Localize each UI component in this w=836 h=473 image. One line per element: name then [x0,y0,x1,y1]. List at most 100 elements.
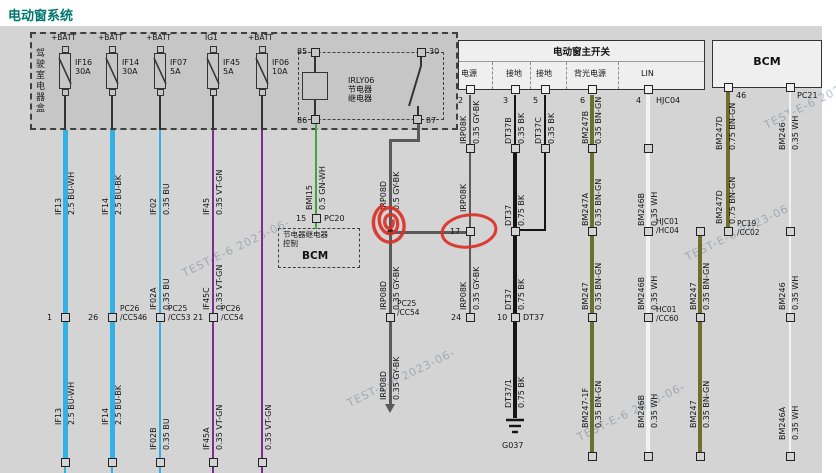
connector-box-hjc01 [643,227,653,236]
bottom-connector-box [60,458,70,467]
connector-box-pc19 [723,227,733,236]
bottom-connector-box [155,458,165,467]
bcm-mid-box [278,228,360,268]
main-switch-title: 电动窗主开关 [552,47,610,58]
fuse-feed-label: IG1 [205,33,218,42]
wire-label-if06-output: 0.35 VT-GN [264,404,273,450]
wire-dt37-seg3 [513,236,517,313]
pin21-number: 21 [193,313,204,322]
wire-if06-stub [261,467,263,473]
wire-bm246b-seg4 [646,322,650,452]
relay-pin87-box [413,115,422,124]
fuse-name: IF16 30A [75,58,93,77]
relay-pin30-box [417,48,426,57]
relay-contact-lead [417,106,419,116]
switch-pin5-box [540,85,550,94]
wire-lin-seg1 [646,95,650,144]
connector-pc20: PC20 [324,214,345,223]
pin26-box [107,313,117,322]
connector-box [540,144,550,153]
fuse-stub [261,96,263,130]
connector-hc01-cc60: HC01 /CC60 [656,305,679,323]
switch-header-ground2: 接地 [536,69,552,78]
wire-bm246a [788,322,792,452]
wire-if14-stub [111,467,113,473]
bcm-pin46-number: 46 [736,91,747,100]
relay-pin85-box [311,48,320,57]
fuse-name: IF07 5A [170,58,188,77]
connector-box-dt37 [510,227,520,236]
pin17-box [465,227,475,236]
connector-box-bm247-branch [695,227,705,236]
pin10-number: 10 [497,313,508,322]
fuse-name: IF45 5A [223,58,241,77]
switch-header-lin: LIN [641,69,654,78]
relay-contact-lead [420,57,422,66]
switch-col-separator [566,62,567,89]
wire-if02-stub [159,467,161,473]
relay-pin86-label: 86 [297,116,308,125]
connector-pc26-cc54: PC26 /CC54 [221,304,244,322]
wire-if02 [158,130,162,458]
fuse-body-if07 [154,53,166,89]
switch-col-separator [618,62,619,89]
bcm-box [712,40,822,88]
wire-irp08k-seg3 [468,236,472,313]
pin26-number: 26 [88,313,99,322]
bcm-title: BCM [753,55,781,68]
switch-pin6-number: 6 [580,96,586,105]
connector-box-bm247 [587,227,597,236]
wire-if13 [62,130,68,458]
wire-dt37b [513,95,517,144]
wire-dt37c [543,95,547,144]
fuse-terminal [258,89,266,96]
switch-pin4-connector: HJC04 [656,96,681,105]
switch-divider [459,61,704,62]
relay-box [298,52,444,120]
fuse-feed-label: +BATT [51,33,77,42]
relay-pin30-label: 30 [429,47,440,56]
bcm-connector-pc21: PC21 [797,91,818,100]
wire-bm247-branch [698,236,702,313]
connector-pc26-cc54: PC26 /CC54 [120,304,143,322]
wire-irp08k-seg2 [468,153,472,227]
wire-dt37-seg2 [513,153,517,227]
wire-irp08k-seg1 [468,95,472,144]
bottom-connector-box [587,452,597,461]
switch-pin5-number: 5 [533,96,539,105]
bcm-mid-text: 节电器继电器 控制 [283,230,328,248]
fuse-body-if45 [207,53,219,89]
pin6-number: 6 [142,313,148,322]
fuse-body-if16 [59,53,71,89]
fuse-terminal [156,89,164,96]
wire-bmi15-stub [314,223,318,229]
connector-box [587,144,597,153]
relay-pin87-label: 87 [426,116,437,125]
switch-col-separator [492,62,493,89]
connector-box-hc01 [643,313,653,322]
bottom-connector-box [107,458,117,467]
switch-pin4-number: 4 [636,96,642,105]
fuse-body-if06 [256,53,268,89]
wire-dt37-1 [513,322,517,418]
ground-name: G037 [502,441,524,450]
connector-pc25-cc53: PC25 /CC53 [168,304,191,322]
bottom-connector-box [643,452,653,461]
bottom-connector-box [785,452,795,461]
